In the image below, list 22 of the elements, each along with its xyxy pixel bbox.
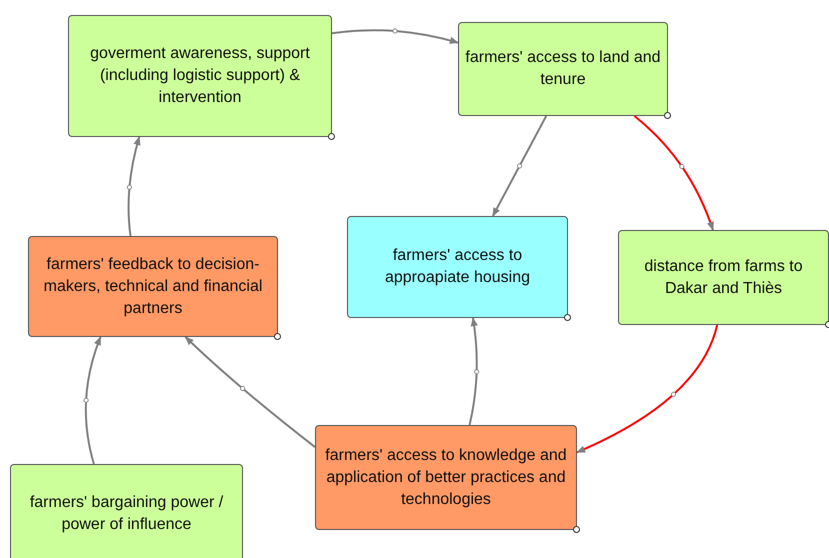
factor-label: farmers' feedback to decision-makers, technical and financial partners	[42, 254, 264, 318]
factor-label: goverment awareness, support (including logistic support) & intervention	[89, 44, 311, 108]
factor-label: farmers' access to knowledge and application of better practices and technologies	[324, 446, 568, 510]
arrow	[84, 336, 102, 464]
factor-label: farmers' access to land and tenure	[465, 48, 661, 90]
factor-label: distance from farms to Dakar and Thiès	[643, 256, 804, 298]
factor-box	[28, 236, 278, 337]
arrow	[468, 318, 480, 426]
arrow	[492, 116, 548, 216]
factor-box	[10, 464, 243, 558]
factor-box	[68, 15, 332, 137]
arrow	[576, 324, 718, 454]
factor-label: farmers' bargaining power / power of influence	[28, 493, 224, 535]
arrow	[634, 115, 714, 230]
factor-label: farmers' access to approapiate housing	[384, 246, 531, 288]
arrow	[126, 136, 140, 236]
arrow	[332, 28, 458, 44]
arrow	[184, 336, 316, 448]
factor-box	[458, 22, 668, 116]
factor-box	[347, 216, 568, 318]
factor-box	[315, 425, 577, 530]
factor-box	[618, 230, 829, 325]
